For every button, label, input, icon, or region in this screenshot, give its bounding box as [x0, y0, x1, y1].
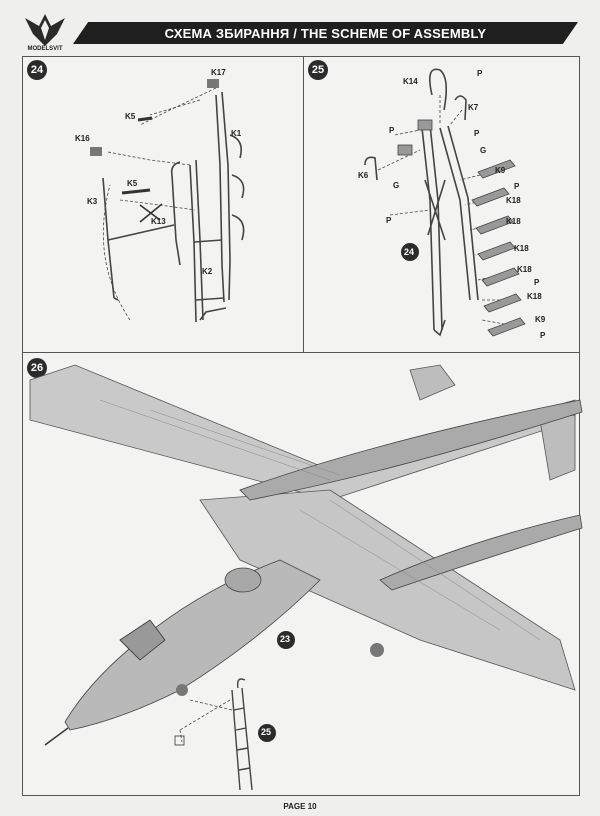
label-p-5: P: [514, 182, 520, 191]
label-k5-top: K5: [125, 112, 136, 121]
label-k18-5: K18: [527, 292, 542, 301]
label-p-4: P: [386, 216, 392, 225]
label-k18-1: K18: [506, 196, 521, 205]
label-k7: K7: [468, 103, 479, 112]
step-25-number: 25: [308, 60, 328, 80]
label-k6: K6: [358, 171, 369, 180]
label-k9-bottom: K9: [535, 315, 546, 324]
label-k3: K3: [87, 197, 98, 206]
label-p-3: P: [474, 129, 480, 138]
label-p-7: P: [540, 331, 546, 340]
label-k5-mid: K5: [127, 179, 138, 188]
step-26-number: 26: [27, 358, 47, 378]
step-23-ref: 23: [280, 634, 291, 644]
inner-step-24-ref: 24: [404, 247, 415, 257]
label-k14: K14: [403, 77, 418, 86]
step-24-number: 24: [27, 60, 47, 80]
label-k18-2: K18: [506, 217, 521, 226]
modelsvit-logo-icon: [25, 14, 65, 46]
label-p-6: P: [534, 278, 540, 287]
label-k13: K13: [151, 217, 166, 226]
page-number: PAGE 10: [283, 802, 317, 811]
label-k1: K1: [231, 129, 242, 138]
page-header: СХЕМА ЗБИРАННЯ / THE SCHEME OF ASSEMBLY: [73, 22, 578, 44]
label-k18-3: K18: [514, 244, 529, 253]
label-k9-top: K9: [495, 166, 506, 175]
label-g-2: G: [393, 181, 400, 190]
step-24-panel: [22, 56, 305, 354]
label-p-2: P: [389, 126, 395, 135]
label-g-1: G: [480, 146, 487, 155]
label-k18-4: K18: [517, 265, 532, 274]
label-p-1: P: [477, 69, 483, 78]
logo-text: MODELSVIT: [27, 46, 63, 52]
label-k2: K2: [202, 267, 213, 276]
label-k17: K17: [211, 68, 226, 77]
step-25-ref: 25: [261, 727, 272, 737]
header-title: СХЕМА ЗБИРАННЯ / THE SCHEME OF ASSEMBLY: [164, 25, 487, 41]
label-k16: K16: [75, 134, 90, 143]
